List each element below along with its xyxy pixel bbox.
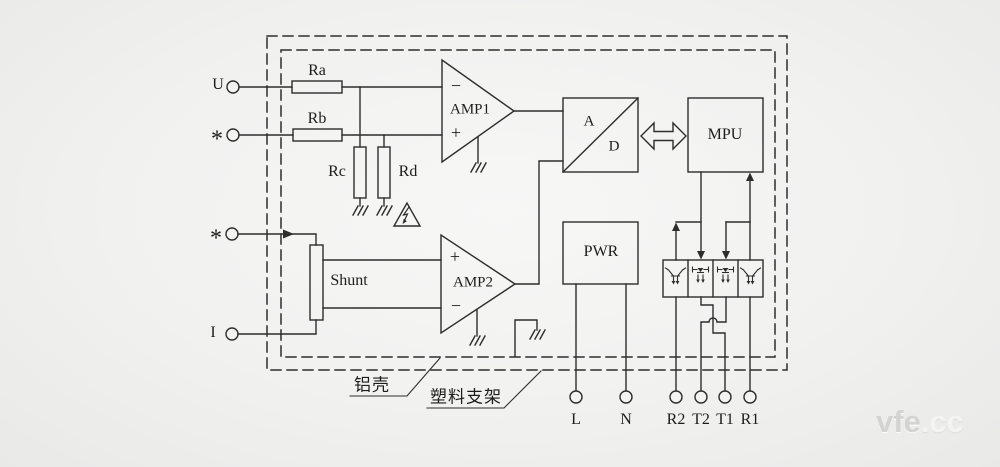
bidirectional-bus-arrow-icon xyxy=(640,121,687,151)
resistor-rc-body xyxy=(353,146,367,199)
terminal-circle-r1 xyxy=(743,390,757,404)
terminal-circle-t2 xyxy=(694,390,708,404)
terminal-circle-l xyxy=(569,390,583,404)
ground-icon xyxy=(376,205,393,216)
shunt-body xyxy=(309,244,324,321)
resistor-label-ra: Ra xyxy=(308,62,326,79)
wire-shell-to-ground xyxy=(514,319,538,357)
pwr-label: PWR xyxy=(583,243,619,260)
aluminum-shell-label: 铝壳 xyxy=(354,375,390,395)
amp2-triangle xyxy=(440,233,517,335)
ground-icon xyxy=(529,329,546,340)
plastic-bracket-label: 塑料支架 xyxy=(430,387,502,407)
resistor-label-rd: Rd xyxy=(398,163,418,180)
amp2-label: AMP2 xyxy=(452,274,494,291)
adc-box xyxy=(562,97,639,173)
adc-label-d: D xyxy=(608,138,620,155)
wire-opto2-to-t1 xyxy=(700,296,726,392)
adc-diagonal xyxy=(562,97,639,173)
input-label-star-current: * xyxy=(210,225,222,252)
arrow-right-icon xyxy=(283,229,294,239)
arrow-up-icon xyxy=(746,172,754,181)
amp1-label: AMP1 xyxy=(449,101,491,118)
terminal-circle-i xyxy=(225,327,239,341)
plastic-bracket-boundary xyxy=(266,35,788,371)
watermark-secondary: .cc xyxy=(920,404,964,439)
wire-amp2-to-adc xyxy=(514,160,564,285)
optocoupler-led-icon xyxy=(716,266,735,283)
terminal-circle-r2 xyxy=(669,390,683,404)
input-label-star-voltage: * xyxy=(211,126,223,153)
resistor-label-rb: Rb xyxy=(307,110,327,127)
optocoupler-led-icon xyxy=(691,266,710,283)
aluminum-shell-boundary xyxy=(280,49,776,358)
adc-label-a: A xyxy=(583,113,595,130)
input-label-u: U xyxy=(212,76,224,93)
resistor-rd-body xyxy=(377,146,391,199)
site-watermark: vfe.cc xyxy=(876,404,964,440)
amp1-minus-sign: − xyxy=(450,75,462,96)
terminal-circle-t1 xyxy=(718,390,732,404)
optocoupler-transistor-icon xyxy=(664,267,687,285)
arrow-down-icon xyxy=(722,251,730,260)
terminal-circle-u xyxy=(226,80,240,94)
terminal-label-r2: R2 xyxy=(666,411,686,428)
mpu-box xyxy=(687,97,764,173)
mpu-label: MPU xyxy=(707,126,743,143)
amp1-plus-sign: + xyxy=(450,122,462,143)
wire-i-to-shunt xyxy=(237,319,317,335)
terminal-circle-star-voltage xyxy=(226,128,240,142)
terminal-circle-star-current xyxy=(225,227,239,241)
wire-opto3-to-t2 xyxy=(700,296,727,392)
terminal-label-t2: T2 xyxy=(692,411,710,428)
shunt-label: Shunt xyxy=(330,272,368,289)
ground-icon xyxy=(352,205,369,216)
amp2-plus-sign: + xyxy=(449,246,461,267)
terminal-label-n: N xyxy=(620,411,632,428)
terminal-label-r1: R1 xyxy=(740,411,760,428)
watermark-primary: vfe xyxy=(876,404,921,439)
terminal-circle-n xyxy=(619,390,633,404)
resistor-rb-body xyxy=(292,128,343,142)
ground-icon xyxy=(470,162,487,173)
arrow-up-icon xyxy=(672,222,680,231)
terminal-label-l: L xyxy=(571,411,581,428)
input-label-i: I xyxy=(210,324,216,341)
resistor-label-rc: Rc xyxy=(328,163,346,180)
aluminum-shell-callout-line xyxy=(349,357,441,397)
plastic-bracket-callout-line xyxy=(426,370,542,409)
high-voltage-warning-icon xyxy=(392,201,422,227)
resistor-ra-body xyxy=(291,80,343,94)
amp2-minus-sign: − xyxy=(450,295,462,316)
ground-icon xyxy=(469,335,486,346)
optocoupler-transistor-icon xyxy=(739,267,762,285)
wire-star-to-shunt xyxy=(237,233,317,246)
arrow-down-icon xyxy=(697,251,705,260)
pwr-box xyxy=(562,221,639,285)
terminal-label-t1: T1 xyxy=(716,411,734,428)
